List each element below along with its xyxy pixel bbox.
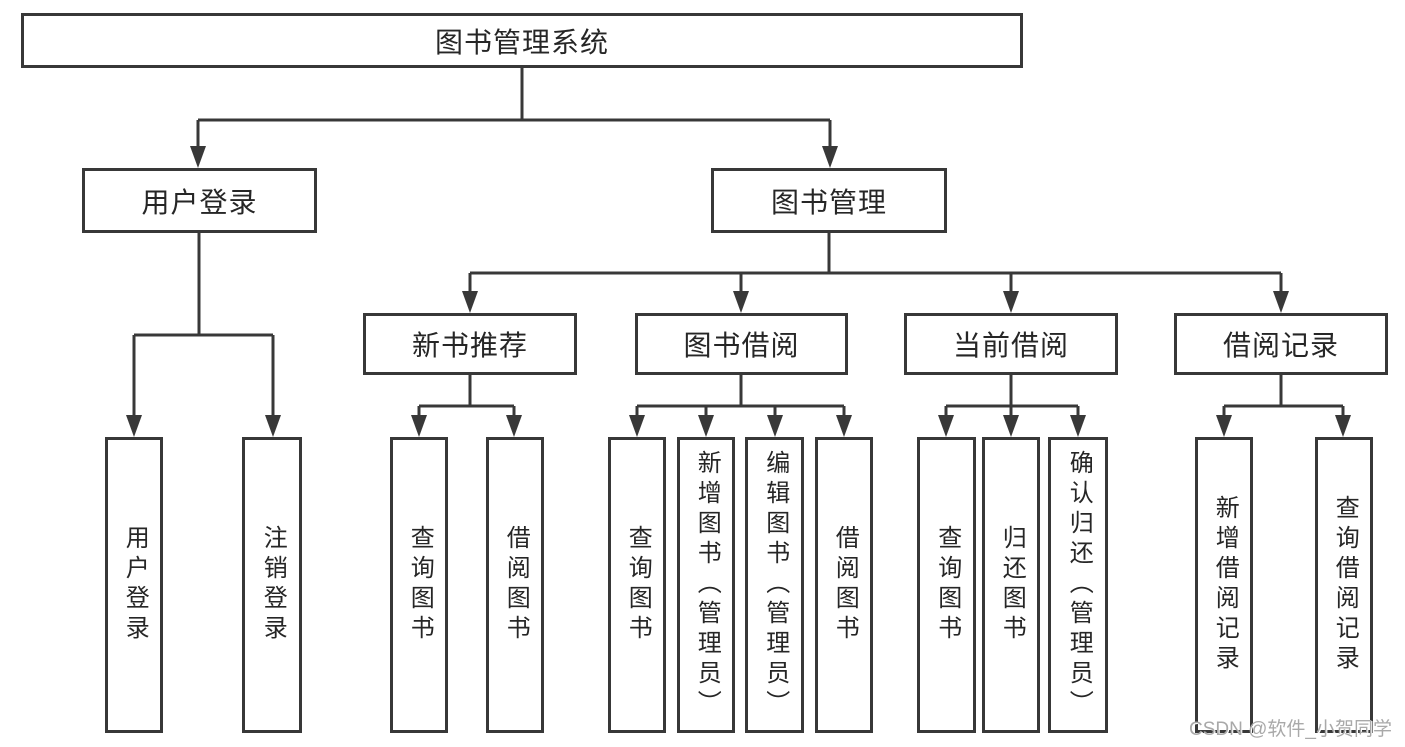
arrowhead bbox=[462, 291, 478, 313]
edge-line bbox=[944, 375, 1080, 419]
node-book-borrowing: 图书借阅 bbox=[635, 313, 848, 375]
node-current-borrowing-label: 当前借阅 bbox=[952, 330, 1069, 361]
arrowhead bbox=[822, 146, 838, 168]
arrowhead bbox=[767, 415, 783, 437]
leaf-confirm-return-admin: 确认归还（管理员） bbox=[1048, 437, 1108, 733]
node-new-book-recommend: 新书推荐 bbox=[363, 313, 577, 375]
leaf-confirm-return-admin-label: 确认归还（管理员） bbox=[1065, 450, 1093, 720]
leaf-logout-label: 注销登录 bbox=[259, 525, 287, 645]
node-new-book-recommend-label: 新书推荐 bbox=[411, 330, 528, 361]
leaf-return-books-label: 归还图书 bbox=[998, 525, 1026, 645]
edge-line bbox=[468, 233, 1283, 295]
leaf-borrow-books-borrowing: 借阅图书 bbox=[815, 437, 873, 733]
arrowhead bbox=[733, 291, 749, 313]
connector-borrow-record-to-leaves bbox=[1216, 375, 1351, 437]
leaf-query-borrow-record-label: 查询借阅记录 bbox=[1331, 495, 1359, 675]
leaf-borrow-books-recommend-label: 借阅图书 bbox=[502, 525, 530, 645]
leaf-query-books-borrowing: 查询图书 bbox=[608, 437, 666, 733]
arrowhead bbox=[506, 415, 522, 437]
arrowhead bbox=[190, 146, 206, 168]
arrowhead bbox=[1070, 415, 1086, 437]
leaf-edit-books-admin-label: 编辑图书（管理员） bbox=[761, 450, 789, 720]
leaf-add-books-admin: 新增图书（管理员） bbox=[677, 437, 735, 733]
leaf-query-books-recommend-label: 查询图书 bbox=[406, 525, 434, 645]
leaf-query-books-recommend: 查询图书 bbox=[390, 437, 448, 733]
leaf-query-books-borrowing-label: 查询图书 bbox=[624, 525, 652, 645]
leaf-user-login-label: 用户登录 bbox=[121, 525, 149, 645]
leaf-query-books-current: 查询图书 bbox=[917, 437, 976, 733]
arrowhead bbox=[265, 415, 281, 437]
arrowhead bbox=[126, 415, 142, 437]
arrowhead bbox=[411, 415, 427, 437]
leaf-query-borrow-record: 查询借阅记录 bbox=[1315, 437, 1373, 733]
arrowhead bbox=[1216, 415, 1232, 437]
leaf-borrow-books-recommend: 借阅图书 bbox=[486, 437, 544, 733]
node-borrowing-records: 借阅记录 bbox=[1174, 313, 1388, 375]
connector-book-mgmt-to-level3 bbox=[462, 233, 1289, 313]
edge-line bbox=[196, 68, 832, 150]
node-root-label: 图书管理系统 bbox=[434, 26, 609, 58]
leaf-add-borrow-record: 新增借阅记录 bbox=[1195, 437, 1253, 733]
node-book-borrowing-label: 图书借阅 bbox=[683, 330, 800, 361]
edge-line bbox=[1222, 375, 1345, 419]
arrowhead bbox=[836, 415, 852, 437]
leaf-logout: 注销登录 bbox=[242, 437, 302, 733]
arrowhead bbox=[1335, 415, 1351, 437]
node-current-borrowing: 当前借阅 bbox=[904, 313, 1118, 375]
leaf-add-books-admin-label: 新增图书（管理员） bbox=[693, 450, 721, 720]
csdn-watermark: CSDN @软件_小贺同学 bbox=[1189, 719, 1392, 740]
arrowhead bbox=[1003, 291, 1019, 313]
leaf-return-books: 归还图书 bbox=[982, 437, 1040, 733]
leaf-query-books-current-label: 查询图书 bbox=[933, 525, 961, 645]
edge-line bbox=[132, 233, 275, 419]
leaf-user-login: 用户登录 bbox=[105, 437, 163, 733]
node-borrowing-records-label: 借阅记录 bbox=[1222, 330, 1339, 361]
node-user-login: 用户登录 bbox=[82, 168, 317, 233]
connector-user-login-to-leaves bbox=[126, 233, 281, 437]
connector-new-book-rec-to-leaves bbox=[411, 375, 522, 437]
edge-line bbox=[635, 375, 846, 419]
node-user-login-label: 用户登录 bbox=[141, 186, 258, 218]
arrowhead bbox=[629, 415, 645, 437]
leaf-add-borrow-record-label: 新增借阅记录 bbox=[1211, 495, 1239, 675]
node-root-system: 图书管理系统 bbox=[21, 13, 1023, 68]
node-book-management-label: 图书管理 bbox=[770, 186, 887, 218]
leaf-borrow-books-borrowing-label: 借阅图书 bbox=[831, 525, 859, 645]
edge-line bbox=[417, 375, 516, 419]
leaf-edit-books-admin: 编辑图书（管理员） bbox=[745, 437, 804, 733]
connector-root-to-level2 bbox=[190, 68, 838, 168]
connector-current-borrow-to-leaves bbox=[938, 375, 1086, 437]
arrowhead bbox=[938, 415, 954, 437]
arrowhead bbox=[1273, 291, 1289, 313]
connector-book-borrow-to-leaves bbox=[629, 375, 852, 437]
arrowhead bbox=[1003, 415, 1019, 437]
node-book-management: 图书管理 bbox=[711, 168, 947, 233]
arrowhead bbox=[698, 415, 714, 437]
